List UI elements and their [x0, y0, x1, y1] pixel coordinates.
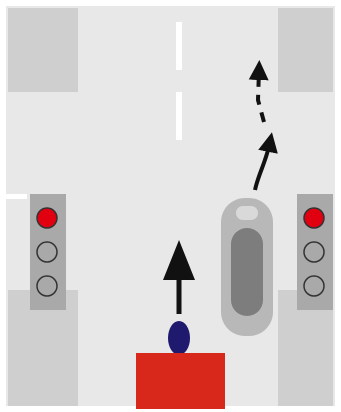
own-vehicle-arrow: [163, 240, 195, 314]
amber-lamp: [36, 241, 58, 263]
lane-dash-2: [176, 92, 182, 140]
left-stop-line: [5, 194, 27, 199]
green-lamp: [36, 275, 58, 297]
own-vehicle: [136, 321, 225, 409]
corner-block-top-right: [278, 8, 333, 92]
lane-dash-1: [176, 22, 182, 70]
driver-head: [168, 321, 190, 355]
green-lamp: [303, 275, 325, 297]
other-vehicle-car: [221, 198, 273, 336]
own-vehicle-body: [136, 353, 225, 409]
traffic-light-right: [297, 194, 333, 310]
corner-block-top-left: [8, 8, 78, 92]
other-vehicle-path-dash: [248, 60, 269, 123]
amber-lamp: [303, 241, 325, 263]
arrow-head: [163, 240, 195, 280]
car-windshield: [236, 206, 258, 220]
traffic-light-left: [30, 194, 66, 310]
red-lamp: [36, 207, 58, 229]
red-lamp: [303, 207, 325, 229]
other-vehicle-path-curve: [253, 132, 278, 191]
car-roof: [231, 228, 263, 316]
